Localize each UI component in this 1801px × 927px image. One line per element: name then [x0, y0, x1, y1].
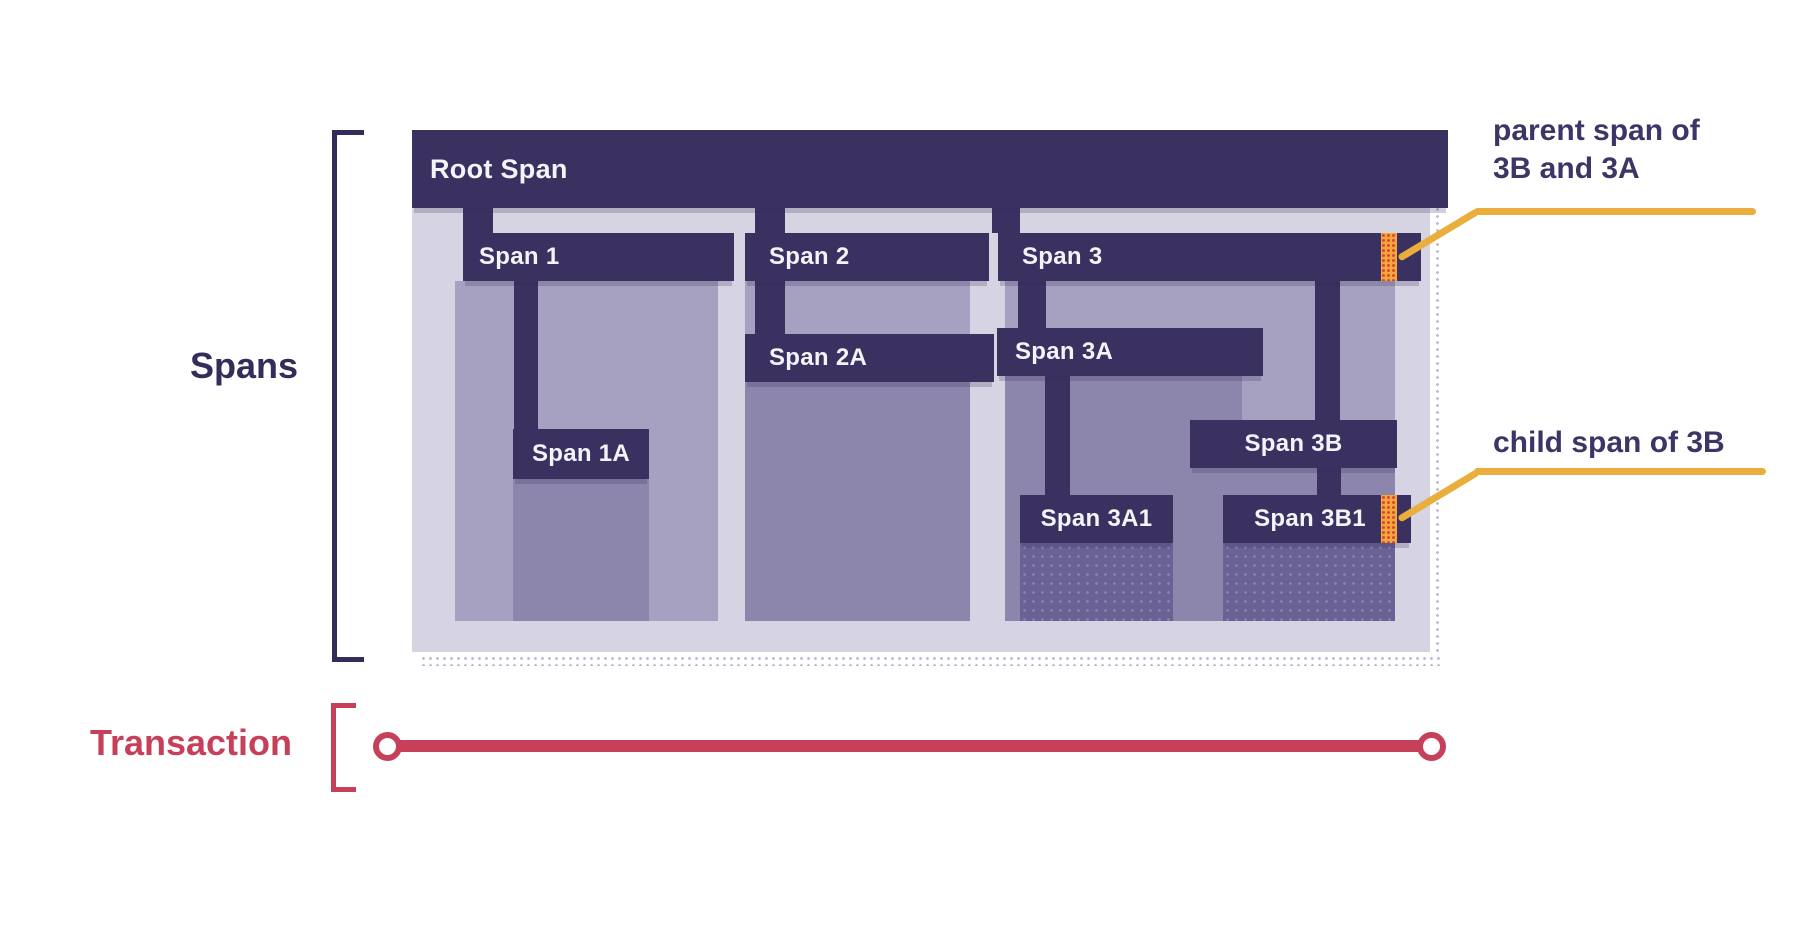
span1a-bar: Span 1A	[513, 429, 649, 479]
connector-span3b-to-span3b1	[1317, 468, 1341, 495]
transaction-timeline	[392, 740, 1432, 752]
span3a-bar: Span 3A	[997, 328, 1263, 376]
transaction-label: Transaction	[89, 722, 292, 763]
container-shadow-bottom	[420, 655, 1444, 666]
span1a-duration-column	[513, 479, 649, 621]
span3a-label: Span 3A	[1015, 338, 1114, 365]
child-annotation-line-horizontal	[1474, 468, 1766, 475]
connector-span2-to-span2a	[755, 281, 785, 334]
parent-annotation-text: parent span of 3B and 3A	[1493, 112, 1700, 188]
container-shadow-right	[1434, 150, 1443, 656]
root-span-bar: Root Span	[412, 130, 1448, 208]
span2-label: Span 2	[769, 243, 850, 270]
connector-root-to-span1	[463, 206, 493, 233]
span3-parent-highlight-chip	[1381, 233, 1397, 281]
parent-annotation-line1: parent span of	[1493, 114, 1700, 147]
parent-annotation-line-horizontal	[1474, 208, 1756, 215]
transaction-bracket	[331, 703, 356, 792]
span1a-label: Span 1A	[531, 440, 631, 467]
root-span-label: Root Span	[430, 153, 568, 184]
span2a-bar: Span 2A	[745, 334, 994, 382]
connector-span1-to-span1a	[514, 281, 538, 429]
span3-label: Span 3	[1022, 243, 1103, 270]
spans-label: Spans	[189, 345, 298, 386]
span3b1-duration-column	[1223, 543, 1395, 621]
span3b1-child-highlight-chip	[1381, 495, 1397, 543]
span3a1-duration-column	[1020, 543, 1173, 621]
span3b-bar: Span 3B	[1190, 420, 1397, 468]
transaction-start-circle	[373, 732, 402, 761]
span1-label: Span 1	[479, 243, 560, 270]
span3-bar: Span 3	[998, 233, 1421, 281]
span3b1-label: Span 3B1	[1254, 505, 1366, 532]
span2a-duration-column	[745, 382, 970, 621]
transaction-end-circle	[1417, 732, 1446, 761]
connector-span3-to-span3b	[1315, 281, 1340, 420]
span3a1-label: Span 3A1	[1040, 505, 1153, 532]
span1-bar: Span 1	[463, 233, 734, 281]
span3a1-bar: Span 3A1	[1020, 495, 1173, 543]
connector-span3-to-span3a	[1018, 281, 1046, 328]
span2a-label: Span 2A	[769, 344, 868, 371]
spans-bracket	[332, 130, 364, 662]
span3b1-bar: Span 3B1	[1223, 495, 1411, 543]
connector-root-to-span3	[992, 206, 1020, 233]
connector-root-to-span2	[755, 206, 785, 233]
connector-span3a-to-span3a1	[1045, 376, 1070, 495]
parent-annotation-line2: 3B and 3A	[1493, 152, 1640, 185]
span3b-label: Span 3B	[1244, 430, 1343, 457]
span2-bar: Span 2	[745, 233, 989, 281]
child-annotation-text: child span of 3B	[1493, 426, 1725, 459]
